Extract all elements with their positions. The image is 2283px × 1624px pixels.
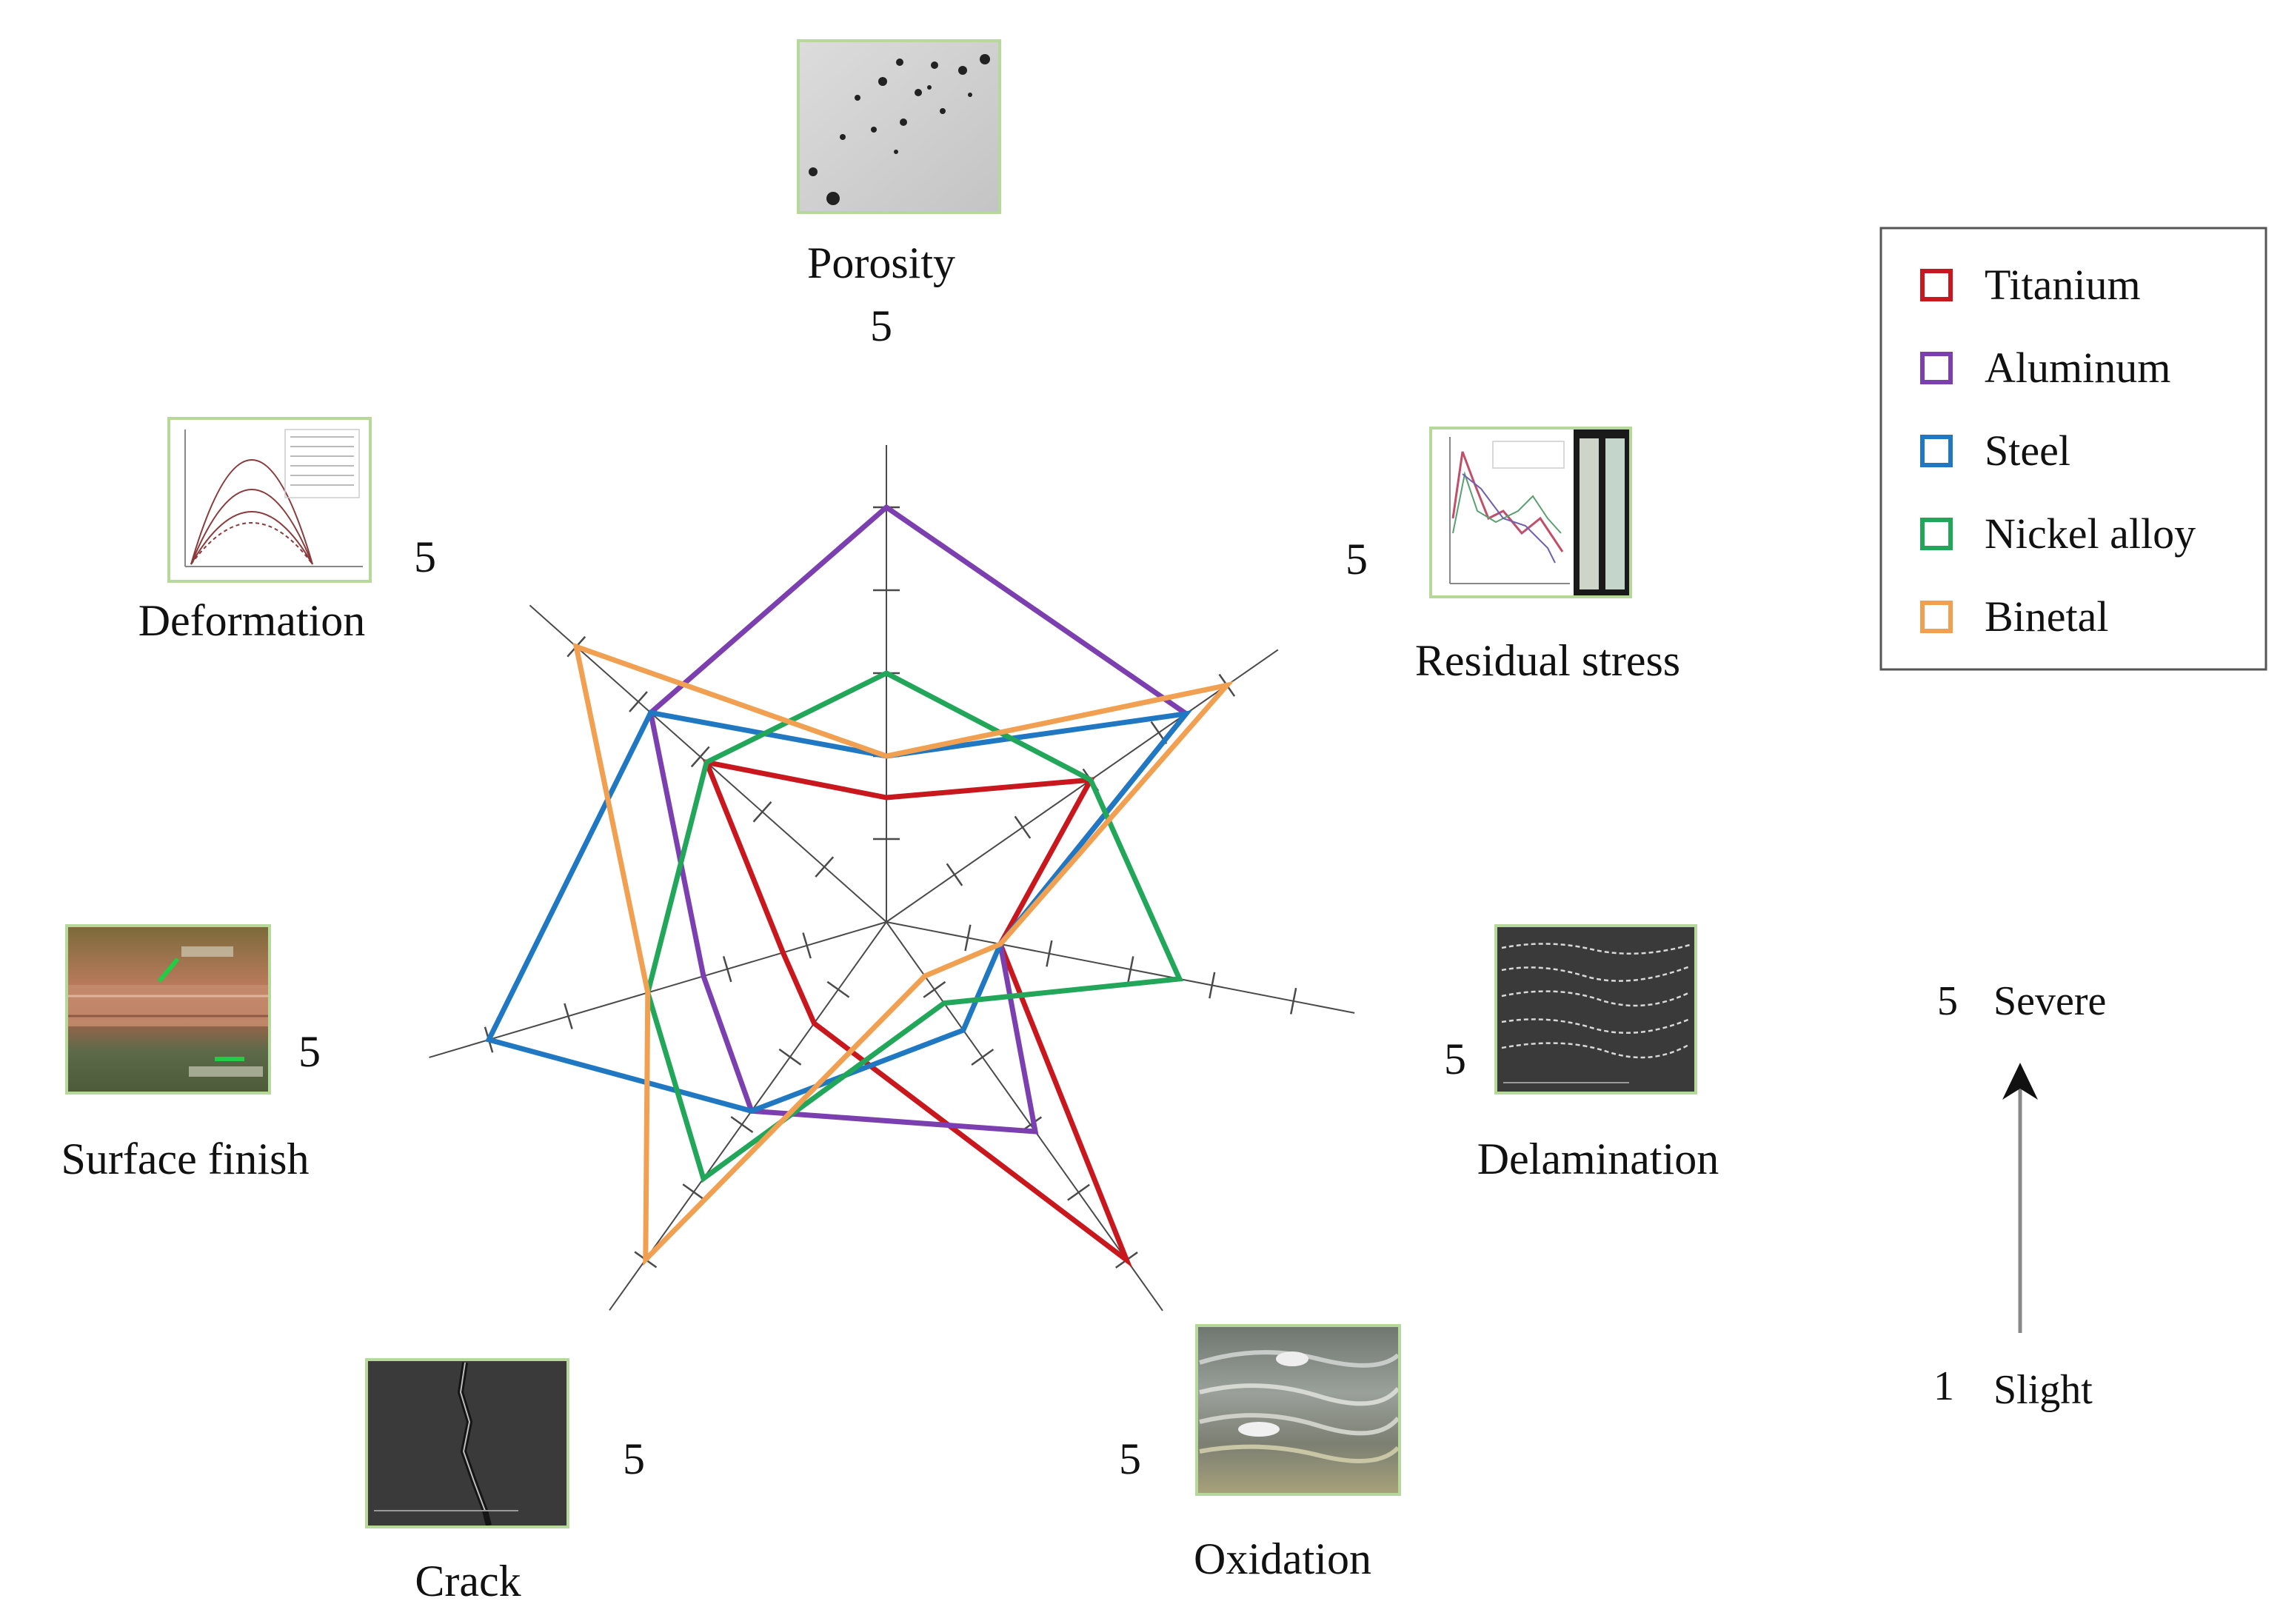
axis-label-delamination: Delamination <box>1477 1135 1719 1183</box>
severity-top-value: 5 <box>1937 978 1958 1024</box>
severity-top-label: Severe <box>1993 978 2106 1024</box>
legend-label-binetal: Binetal <box>1985 592 2109 641</box>
oxidation-thumbnail <box>1195 1324 1401 1496</box>
tick-residual-stress-2 <box>1014 815 1032 839</box>
porosity-thumbnail <box>797 39 1001 214</box>
tick-deformation-2 <box>752 801 772 823</box>
axis-label-deformation: Deformation <box>138 596 366 645</box>
axis-max-crack: 5 <box>623 1434 645 1483</box>
tick-residual-stress-1 <box>946 863 963 886</box>
tick-surface-finish-1 <box>802 932 812 959</box>
radar-series <box>485 504 1234 1268</box>
surface-finish-thumbnail <box>65 924 271 1095</box>
severity-arrow-head-icon <box>2002 1063 2038 1100</box>
axis-oxidation <box>886 921 1163 1311</box>
axis-label-residual-stress: Residual stress <box>1415 636 1680 685</box>
tick-delamination-1 <box>964 924 972 952</box>
legend-swatch-nickel-alloy <box>1920 518 1953 550</box>
axis-crack <box>609 921 887 1311</box>
legend-label-nickel-alloy: Nickel alloy <box>1985 509 2196 558</box>
crack-thumbnail <box>365 1358 569 1528</box>
axis-delamination <box>886 921 1355 1014</box>
tick-deformation-1 <box>815 856 835 878</box>
tick-surface-finish-2 <box>722 956 732 983</box>
severity-bottom-label: Slight <box>1993 1367 2093 1413</box>
radar-axes <box>429 445 1355 1311</box>
tick-crack-4 <box>682 1183 706 1201</box>
axis-residual-stress <box>886 649 1279 923</box>
legend-swatch-steel <box>1920 435 1953 467</box>
axis-max-residual-stress: 5 <box>1346 535 1368 584</box>
residual-stress-thumbnail <box>1429 427 1632 598</box>
axis-max-delamination: 5 <box>1444 1035 1466 1083</box>
delamination-thumbnail <box>1494 924 1697 1095</box>
series-binetal <box>572 642 1234 1266</box>
legend-swatch-binetal <box>1920 601 1953 633</box>
series-titanium <box>702 758 1133 1268</box>
severity-bottom-value: 1 <box>1933 1363 1954 1409</box>
tick-deformation-4 <box>629 691 648 712</box>
tick-oxidation-1 <box>923 980 946 998</box>
legend-box <box>1879 227 2267 671</box>
axis-label-surface-finish: Surface finish <box>61 1135 310 1183</box>
tick-crack-1 <box>826 980 850 998</box>
tick-delamination-4 <box>1209 972 1216 999</box>
legend-label-aluminum: Aluminum <box>1985 344 2170 392</box>
axis-label-porosity: Porosity <box>807 238 955 287</box>
legend-label-titanium: Titanium <box>1985 261 2141 309</box>
tick-delamination-2 <box>1046 940 1053 967</box>
tick-deformation-3 <box>690 746 710 768</box>
tick-crack-3 <box>730 1116 754 1134</box>
axis-max-oxidation: 5 <box>1119 1434 1141 1483</box>
axis-max-surface-finish: 5 <box>298 1027 321 1076</box>
tick-oxidation-4 <box>1067 1183 1090 1201</box>
deformation-thumbnail <box>167 417 372 583</box>
tick-delamination-3 <box>1127 956 1134 983</box>
axis-max-deformation: 5 <box>414 532 436 581</box>
axis-surface-finish <box>429 921 887 1058</box>
tick-oxidation-2 <box>971 1049 995 1066</box>
severity-scale: 5 Severe 1 Slight <box>1933 978 2106 1413</box>
tick-delamination-5 <box>1290 987 1297 1015</box>
tick-surface-finish-4 <box>564 1003 573 1029</box>
axis-max-porosity: 5 <box>870 301 892 350</box>
tick-crack-2 <box>778 1048 802 1066</box>
axis-label-crack: Crack <box>415 1557 521 1605</box>
series-nickel-alloy <box>645 670 1183 1183</box>
legend-swatch-titanium <box>1920 269 1953 301</box>
axis-label-oxidation: Oxidation <box>1194 1534 1371 1583</box>
legend-label-steel: Steel <box>1985 427 2070 475</box>
legend-swatch-aluminum <box>1920 352 1953 384</box>
series-steel <box>485 709 1192 1114</box>
